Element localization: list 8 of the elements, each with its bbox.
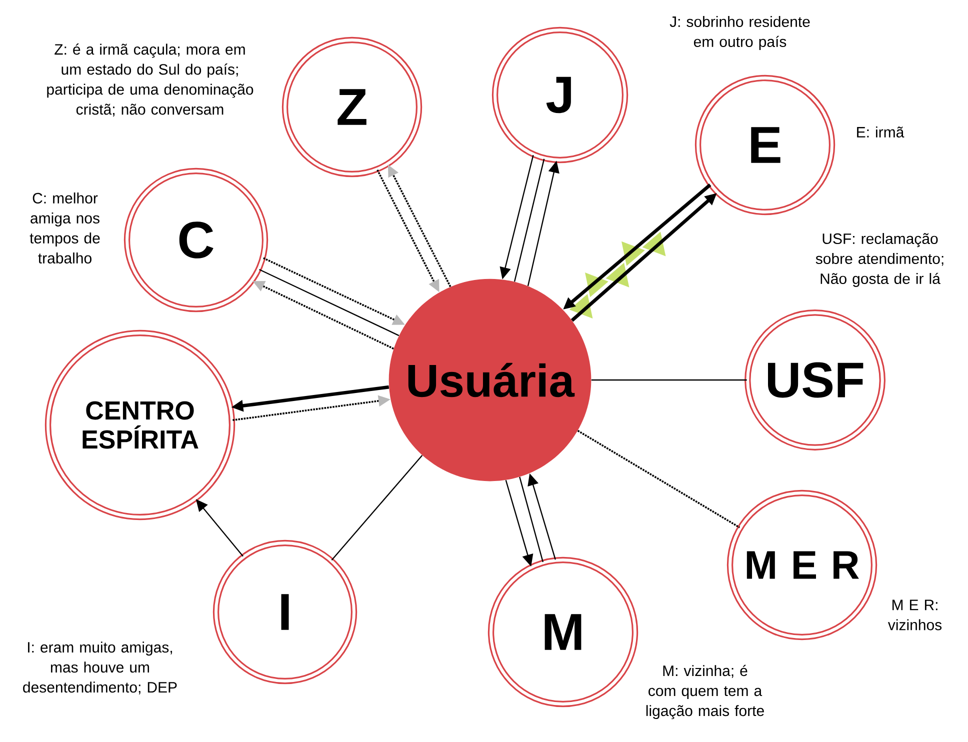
note-text: Z: é a irmã caçula; mora em um estado do Sul do país; participa de uma denominação cristã; não conversam [47,44,254,116]
note-text: I: eram muito amigas, mas houve um desentendimento; DEP [23,642,177,694]
note-text: J: sobrinho residente em outro país [670,16,810,50]
note-text: M E R: vizinhos [888,600,942,630]
note-text: USF: reclamação sobre atendimento; Não gosta de ir lá [816,233,944,287]
note-text: E: irmã [857,126,904,138]
note-text: C: melhor amiga nos tempos de trabalho [30,192,100,264]
note-text: M: vizinha; é com quem tem a ligação mais forte [646,664,764,720]
